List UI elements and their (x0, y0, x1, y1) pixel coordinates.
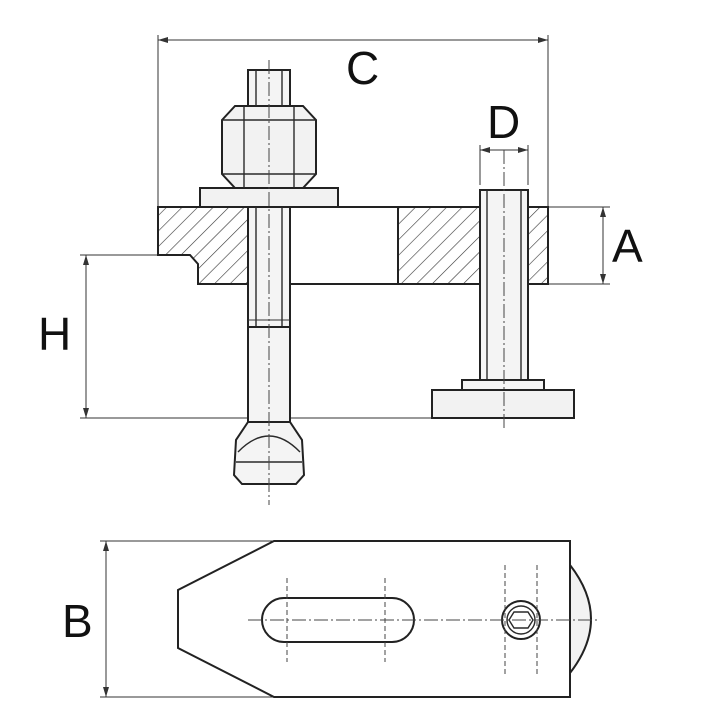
dimension-label-c: C (346, 42, 379, 94)
dimension-a (548, 206, 610, 285)
plan-view: B (62, 540, 600, 698)
front-view: C D A H (38, 35, 643, 505)
support-foot (431, 389, 575, 419)
end-cap (569, 562, 592, 676)
dimension-label-b: B (62, 595, 93, 647)
dimension-b (100, 540, 274, 698)
dimension-label-d: D (487, 96, 520, 148)
dimension-label-a: A (612, 220, 643, 272)
dimension-c (157, 35, 549, 207)
dimension-label-h: H (38, 308, 71, 360)
dimension-d (479, 145, 529, 185)
hex-nut (221, 105, 317, 189)
